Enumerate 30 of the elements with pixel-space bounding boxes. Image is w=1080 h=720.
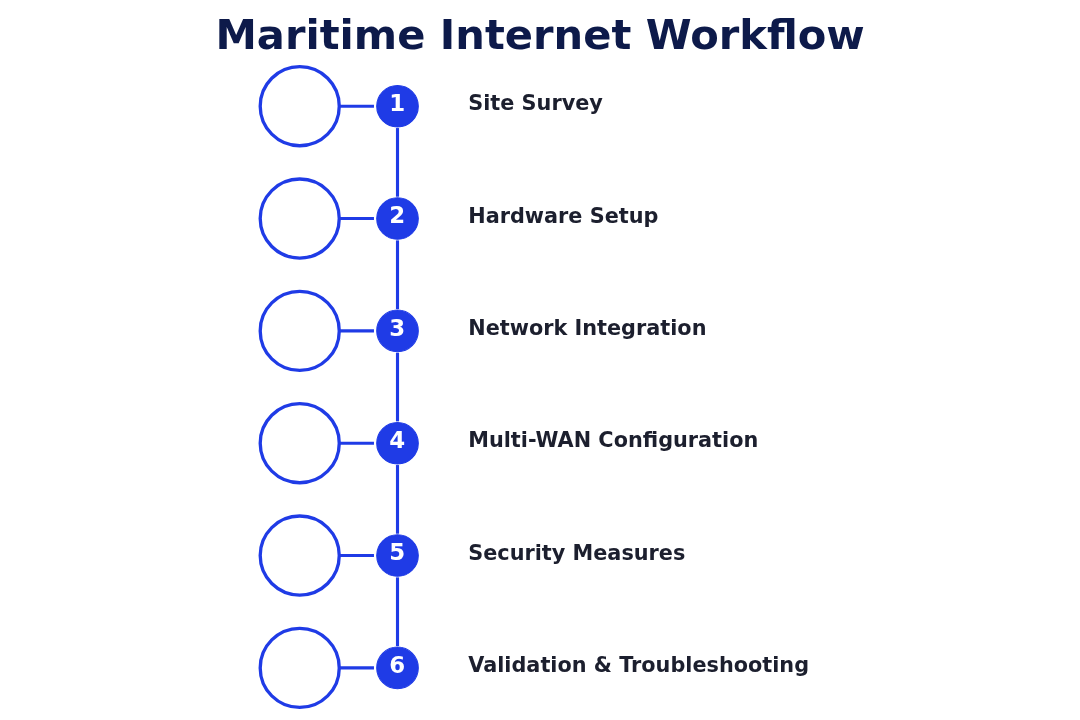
connector (395, 352, 400, 422)
node-circle (258, 402, 341, 485)
connector (339, 329, 374, 333)
node-label: Network Integration (468, 316, 707, 341)
node-circle: 4 (376, 421, 419, 465)
node-label: Validation & Troubleshooting (468, 653, 810, 678)
node-circle (258, 65, 341, 148)
node-label: Site Survey (468, 91, 603, 116)
node-circle (258, 626, 341, 710)
node-circle (258, 177, 341, 260)
node-circle: 1 (376, 84, 419, 128)
connector (339, 554, 374, 558)
node-circle: 5 (376, 534, 419, 577)
node-circle (258, 289, 341, 373)
diagram-title: Maritime Internet Workflow (215, 10, 865, 59)
node-circle: 3 (376, 309, 419, 353)
node-label: Hardware Setup (468, 203, 659, 228)
connector (395, 465, 400, 534)
node-circle (258, 514, 341, 597)
connector (339, 104, 374, 108)
node-circle: 6 (376, 646, 419, 690)
connector (339, 666, 374, 670)
connector (395, 128, 400, 197)
node-label: Multi-WAN Configuration (468, 428, 759, 453)
connector (395, 577, 400, 647)
node-label: Security Measures (468, 540, 686, 565)
node-circle: 2 (376, 197, 419, 240)
connector (339, 441, 374, 445)
connector (395, 240, 400, 310)
connector (339, 217, 374, 221)
